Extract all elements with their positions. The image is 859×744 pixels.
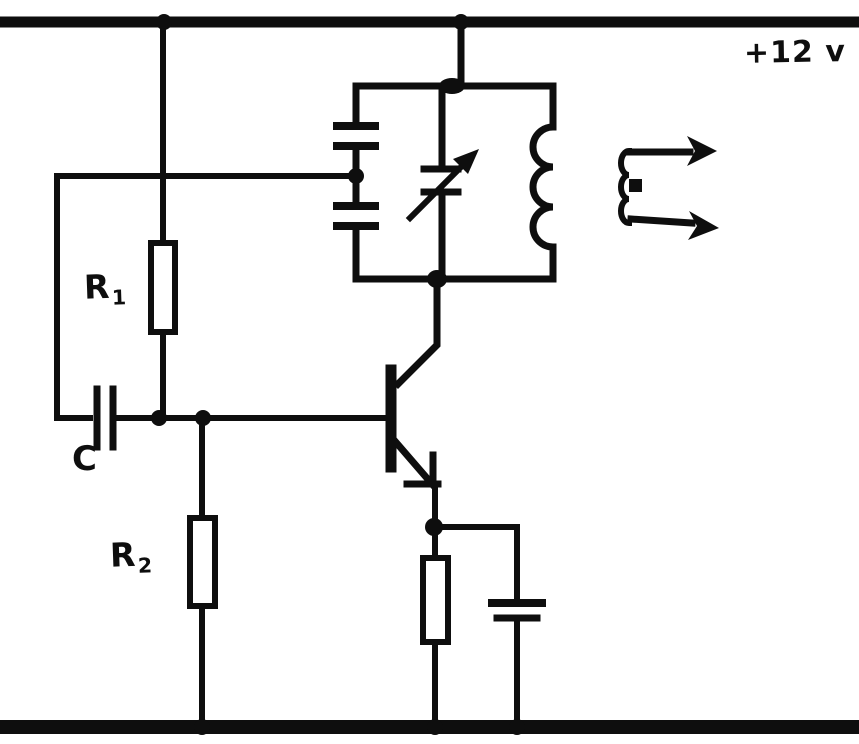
emitter-bypass-capacitor-icon (431, 524, 546, 730)
r2-label-base: R (109, 534, 138, 575)
coupling-capacitor-label: C (72, 439, 98, 479)
resistor-r1-label: R1 (83, 267, 127, 310)
tank-capacitor-lower-icon (333, 202, 379, 283)
output-coupling-coil-icon (618, 136, 719, 240)
supply-rail (0, 14, 859, 30)
r2-label-subscript: 2 (137, 553, 154, 578)
variable-capacitor-icon (405, 82, 479, 283)
tank-capacitor-upper-icon (333, 82, 379, 150)
ground-rail (0, 719, 859, 735)
resistor-r2 (187, 410, 218, 730)
supply-voltage-label: +12 v (743, 34, 847, 71)
output-arrow-bottom (627, 211, 719, 240)
npn-transistor-icon (385, 275, 442, 489)
resistor-r2-label: R2 (109, 535, 153, 578)
output-arrow-top (625, 136, 717, 166)
collector-lead (393, 275, 441, 389)
tank-circuit (333, 18, 557, 288)
r1-label-subscript: 1 (111, 285, 128, 310)
emitter-lead (389, 435, 437, 489)
r1-label-base: R (83, 266, 112, 307)
emitter-resistor (420, 481, 451, 730)
coupling-capacitor-icon (54, 385, 391, 451)
tank-inductor-icon (529, 82, 557, 283)
resistor-r1 (148, 19, 178, 426)
